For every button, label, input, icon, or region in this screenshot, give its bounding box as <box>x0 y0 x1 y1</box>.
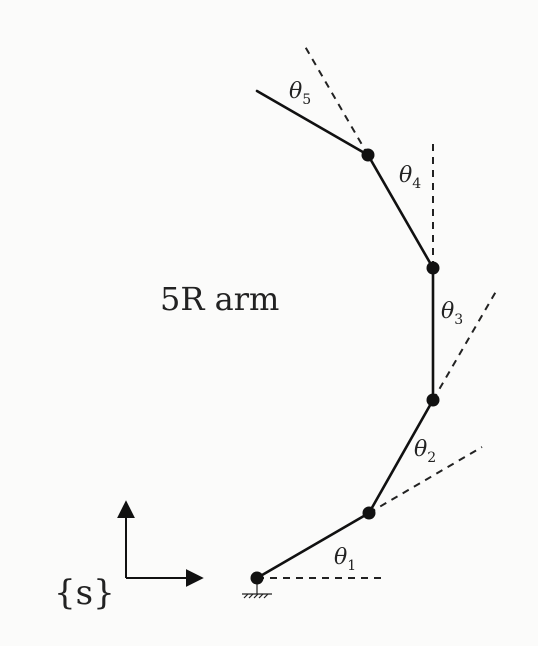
arm-links <box>255 89 435 580</box>
joint-angle-label-4: θ4 <box>399 163 421 192</box>
joint-1 <box>250 571 264 585</box>
space-frame-axes <box>117 500 204 587</box>
diagram-title: 5R arm <box>160 280 279 318</box>
reference-line-3 <box>432 287 499 401</box>
reference-lines <box>257 42 499 579</box>
joint-3 <box>426 393 440 407</box>
joint-5 <box>361 148 375 162</box>
reference-line-5 <box>302 42 369 156</box>
reference-line-2 <box>368 446 483 514</box>
joint-4 <box>426 261 440 275</box>
joint-2 <box>362 506 376 520</box>
joint-angle-label-5: θ5 <box>289 79 311 108</box>
frame-label: {s} <box>54 573 115 613</box>
joint-angle-label-1: θ1 <box>334 545 356 574</box>
joint-angle-label-3: θ3 <box>441 299 463 328</box>
link-4 <box>366 153 435 270</box>
link-2 <box>367 398 435 515</box>
link-1 <box>255 511 371 580</box>
joint-angle-label-2: θ2 <box>414 437 436 466</box>
link-5 <box>255 89 370 157</box>
ground-hatch <box>242 580 272 599</box>
arm-joints <box>250 148 440 585</box>
